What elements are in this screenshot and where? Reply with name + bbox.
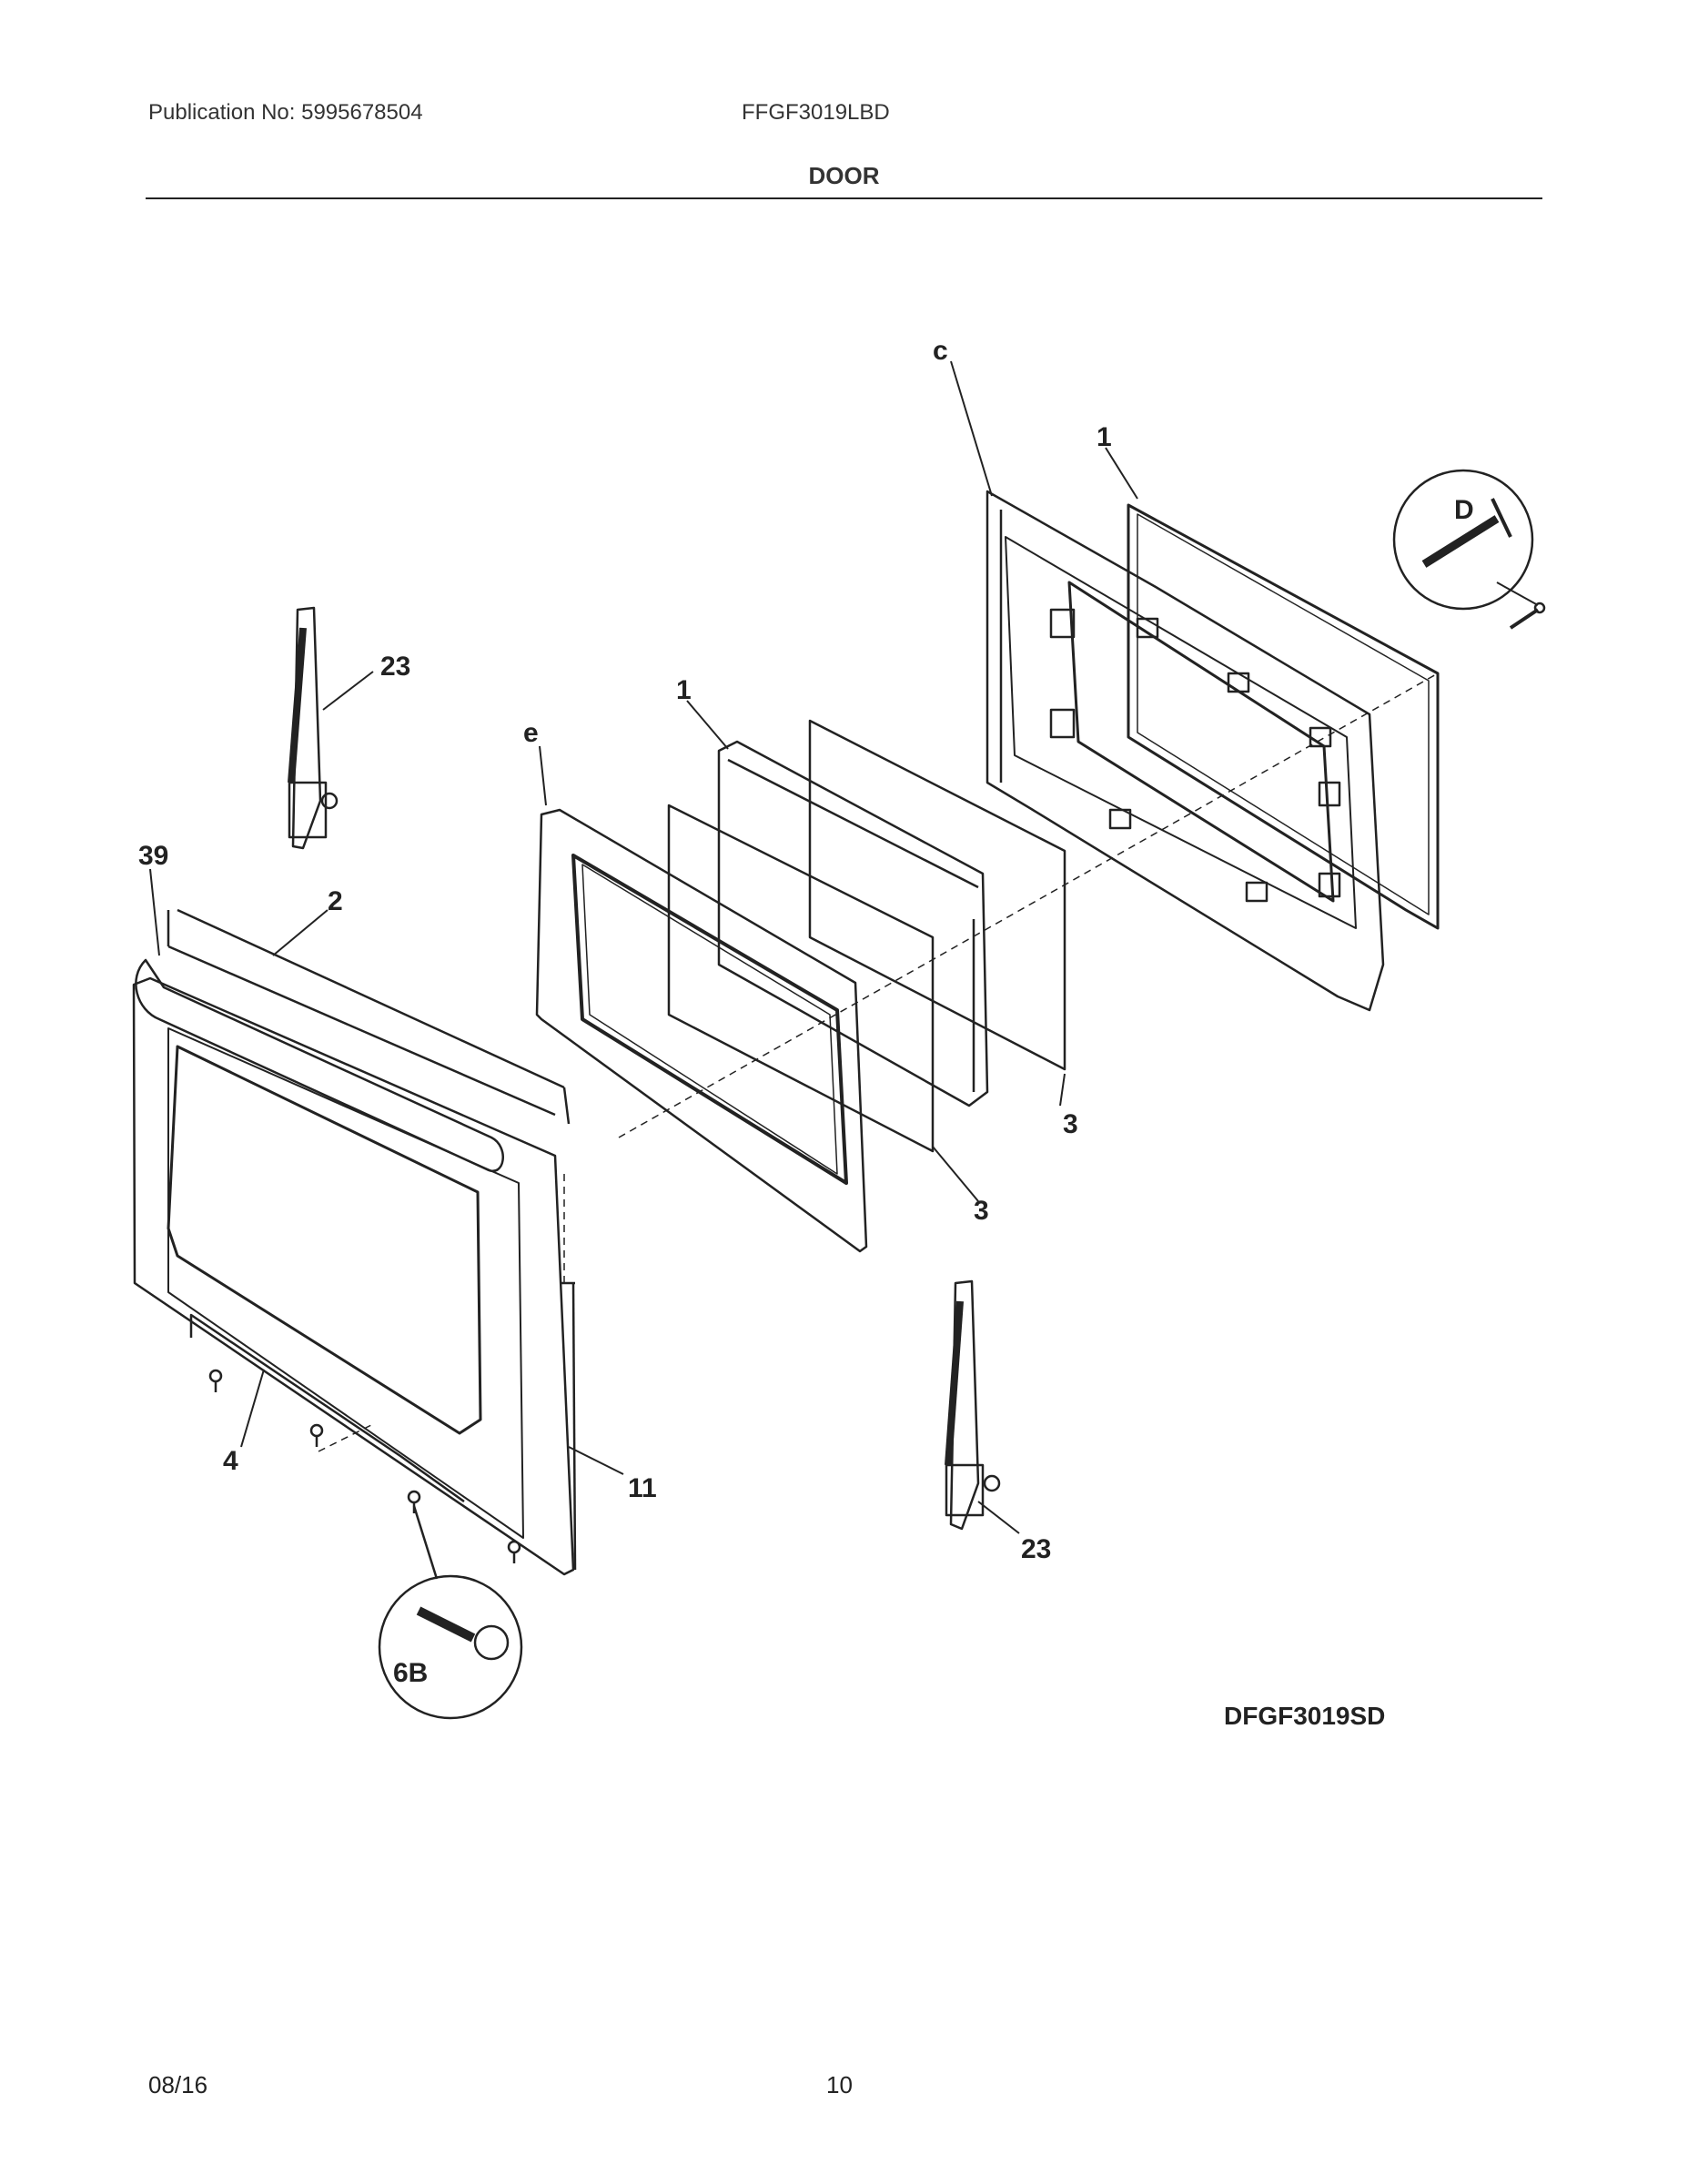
callout-part-11: 11 <box>628 1473 657 1503</box>
hinge-upper <box>288 606 339 850</box>
callout-part-1a: 1 <box>1097 422 1112 452</box>
callout-hinge-upper: 23 <box>380 652 410 682</box>
callout-part-3b: 3 <box>974 1196 989 1226</box>
screws <box>208 1369 521 1563</box>
callout-part-d: D <box>1454 495 1474 525</box>
callout-part-6b: 6B <box>393 1658 428 1688</box>
alignment-lines <box>318 672 1439 1452</box>
publication-number: Publication No: 5995678504 <box>148 100 423 125</box>
glass-pack-frame <box>717 740 989 1107</box>
outer-door-panel <box>132 976 577 1576</box>
door-liner <box>986 490 1385 1012</box>
figure-code: DFGF3019SD <box>1224 1702 1385 1730</box>
hinge-lower <box>945 1279 1001 1531</box>
callout-part-1b: 1 <box>676 675 692 705</box>
door-handle <box>135 908 571 1172</box>
callout-part-4: 4 <box>223 1446 238 1476</box>
callout-part-39: 39 <box>138 841 168 871</box>
detail-circle-bolt <box>1392 469 1546 630</box>
glass-panel-front <box>667 804 935 1153</box>
callout-part-e: e <box>523 718 539 748</box>
door-gasket <box>1127 503 1440 930</box>
footer-page-number: 10 <box>826 2071 853 2098</box>
leader-lines <box>149 360 1138 1534</box>
detail-circle-screw <box>378 1505 523 1720</box>
page-title: DOOR <box>808 162 880 189</box>
callout-part-3: 3 <box>1063 1109 1078 1139</box>
footer-date: 08/16 <box>148 2071 208 2098</box>
model-number: FFGF3019LBD <box>742 100 890 125</box>
callout-hinge-lower: 23 <box>1021 1534 1051 1564</box>
callout-part-2: 2 <box>328 886 343 916</box>
header-divider <box>146 197 1542 199</box>
glass-panel-rear <box>808 719 1066 1071</box>
callout-part-c: c <box>933 336 948 366</box>
door-frame <box>535 808 868 1253</box>
